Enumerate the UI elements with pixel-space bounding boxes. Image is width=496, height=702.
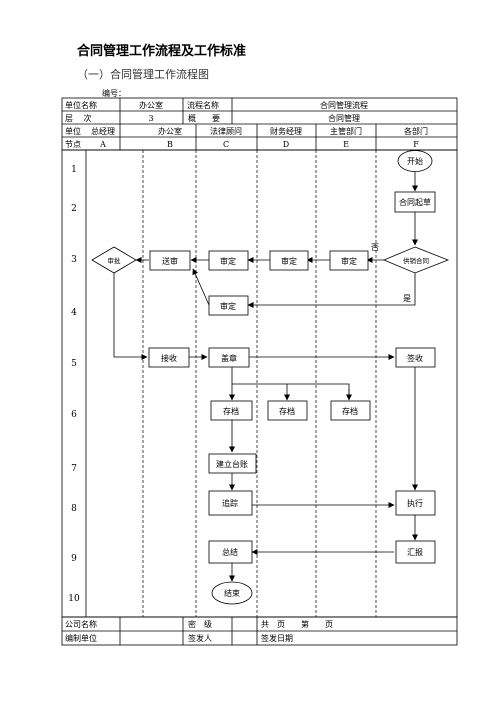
node-column-label: 节点 [65, 140, 81, 149]
node-track-label: 追踪 [222, 498, 238, 508]
row-number-9: 9 [71, 554, 77, 564]
node-supplier-decision [382, 246, 450, 274]
row-number-4: 4 [71, 308, 77, 318]
node-track [208, 490, 253, 516]
edge-label-no: 否 [371, 243, 379, 252]
code-b: B [167, 140, 173, 149]
node-send-review-label: 送审 [162, 256, 178, 266]
node-summary-label: 总结 [222, 547, 238, 557]
page-title: 合同管理工作流程及工作标准 [77, 44, 247, 59]
unit-legal-advisor: 法律顾问 [210, 126, 242, 136]
node-review-c [208, 250, 249, 271]
node-sign-label: 签收 [407, 353, 423, 363]
summary-value: 合同管理 [328, 113, 360, 123]
node-receive [148, 347, 190, 368]
footer-issuer-label: 签发人 [188, 633, 212, 643]
node-archive-d-label: 存档 [279, 406, 295, 416]
node-archive-c-label: 存档 [223, 406, 239, 416]
node-report-label: 汇报 [407, 547, 423, 557]
footer-company-label: 公司名称 [65, 619, 97, 629]
node-execute [395, 490, 436, 516]
node-review-c2-label: 审定 [220, 301, 236, 311]
footer-pages: 共 页 第 页 [261, 619, 333, 629]
row-number-1: 1 [71, 165, 77, 175]
edge-supplier-review-c2 [247, 273, 416, 308]
unit-column-label: 单位 [65, 126, 81, 136]
doc-number-label: 编号： [102, 89, 126, 98]
row-number-6: 6 [71, 410, 77, 420]
node-audit-label: 审批 [108, 256, 122, 265]
unit-supervising-dept: 主管部门 [330, 126, 362, 136]
process-name-value: 合同管理流程 [320, 100, 368, 110]
node-draft [394, 191, 436, 213]
node-archive-e [330, 400, 371, 421]
code-e: E [343, 140, 349, 149]
node-report [395, 540, 436, 564]
edge-review-c2-send [192, 268, 210, 306]
row-number-8: 8 [71, 504, 77, 514]
code-c: C [223, 140, 229, 149]
page-subtitle: （一）合同管理工作流程图 [77, 68, 209, 81]
row-number-3: 3 [71, 255, 77, 265]
level-label: 层 次 [65, 113, 92, 123]
edge-seal-branches [231, 367, 350, 400]
node-ledger [208, 453, 257, 474]
connectors [113, 172, 418, 582]
row-number-7: 7 [71, 464, 77, 474]
unit-all-depts: 各部门 [404, 126, 428, 136]
code-f: F [413, 140, 419, 149]
edge-label-yes: 是 [403, 294, 411, 303]
node-seal [208, 347, 250, 368]
node-end-label: 结束 [224, 588, 240, 598]
footer-secret-label: 密 级 [188, 619, 212, 629]
unit-name-value: 办公室 [139, 100, 163, 110]
footer-unit-label: 编制单位 [65, 633, 97, 643]
node-review-c2 [208, 295, 249, 316]
node-sign [395, 347, 436, 368]
node-review-d [269, 250, 309, 271]
unit-finance-manager: 财务经理 [270, 126, 302, 136]
node-summary [208, 540, 253, 564]
edge-audit-receive [113, 273, 148, 360]
node-ledger-label: 建立台账 [216, 459, 248, 469]
node-execute-label: 执行 [407, 498, 423, 508]
node-review-e [329, 250, 369, 271]
node-start [397, 150, 433, 172]
unit-name-label: 单位名称 [65, 100, 97, 110]
level-value: 3 [148, 114, 153, 123]
unit-general-manager: 总经理 [91, 126, 115, 136]
footer-date-label: 签发日期 [261, 633, 293, 643]
node-archive-d [267, 400, 308, 421]
node-receive-label: 接收 [161, 353, 177, 363]
node-review-c-label: 审定 [220, 256, 236, 266]
row-number-10: 10 [68, 594, 80, 604]
code-a: A [99, 140, 106, 149]
process-name-label: 流程名称 [187, 100, 219, 110]
node-archive-e-label: 存档 [342, 406, 358, 416]
node-start-label: 开始 [407, 156, 423, 166]
node-send-review [149, 250, 191, 271]
table-grid [61, 97, 458, 646]
swimlane-dividers [142, 150, 377, 617]
summary-label: 概 要 [188, 113, 220, 123]
row-number-2: 2 [71, 204, 77, 214]
node-archive-c [210, 400, 253, 421]
node-audit-decision [91, 246, 137, 274]
node-end [211, 581, 253, 605]
node-seal-label: 盖章 [221, 353, 237, 363]
unit-office: 办公室 [158, 126, 182, 136]
code-d: D [283, 140, 289, 149]
row-number-5: 5 [71, 359, 77, 369]
node-review-d-label: 审定 [281, 256, 297, 266]
node-draft-label: 合同起草 [399, 197, 431, 207]
node-review-e-label: 审定 [341, 256, 357, 266]
node-supplier-label: 供销合同 [403, 256, 429, 265]
